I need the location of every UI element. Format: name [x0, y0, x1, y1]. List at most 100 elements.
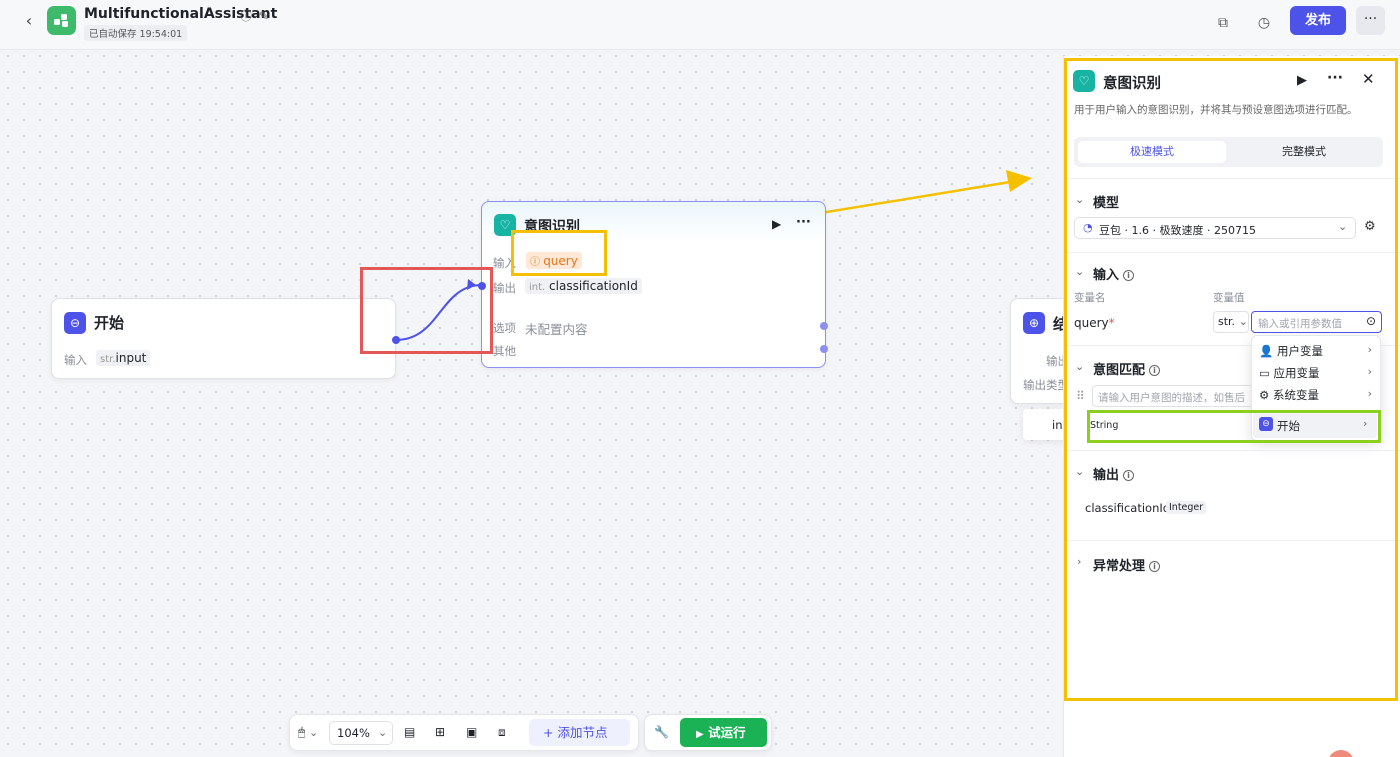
menu-item-system-vars[interactable]: ⚙ 系统变量› — [1259, 387, 1372, 402]
chevron-down-icon: ⌄ — [1238, 315, 1248, 328]
autosave-status: 已自动保存 19:54:01 — [84, 25, 188, 41]
image-icon[interactable]: ▣ — [466, 725, 478, 739]
chevron-right-icon: › — [1367, 343, 1372, 356]
info-icon[interactable]: ⓘ — [240, 9, 253, 23]
start-node[interactable]: ⊖ 开始 输入 str.input — [51, 298, 396, 379]
intent-other-port[interactable] — [820, 345, 828, 353]
start-node-icon: ⊖ — [64, 312, 86, 334]
plus-icon: + — [543, 725, 554, 740]
menu-item-user-vars[interactable]: 👤 用户变量› — [1259, 343, 1372, 358]
chevron-down-icon[interactable]: ⌄ — [1075, 265, 1085, 278]
divider — [1064, 450, 1400, 451]
start-input-tag: str.input — [96, 350, 151, 366]
annotation-arrow-head — [1006, 170, 1032, 192]
end-node[interactable]: ⊕ 结 输出 输出类型 — [1010, 298, 1070, 404]
comment-icon[interactable]: ▤ — [404, 725, 416, 739]
chevron-down-icon[interactable]: ⌄ — [1075, 360, 1085, 373]
wrench-icon[interactable]: 🔧 — [654, 725, 669, 739]
model-select[interactable]: ◔ 豆包 · 1.6 · 极致速度 · 250715 ⌄ — [1074, 217, 1356, 239]
node-more-icon[interactable]: ··· — [796, 215, 811, 230]
output-var-type: Integer — [1166, 501, 1207, 514]
start-input-label: 输入 — [64, 353, 87, 367]
model-section-title: 模型 — [1093, 196, 1120, 211]
menu-item-app-vars[interactable]: ▭ 应用变量› — [1259, 365, 1372, 380]
intent-node-icon: ♡ — [494, 214, 516, 236]
assistant-avatar[interactable] — [1328, 750, 1354, 757]
var-type-select[interactable]: str. ⌄ — [1213, 311, 1249, 333]
annotation-red-box — [360, 267, 493, 354]
edit-icon[interactable]: ✎ — [258, 9, 269, 23]
chevron-down-icon: ⌄ — [1338, 220, 1348, 233]
intent-input-port[interactable] — [478, 282, 486, 290]
tab-fast-mode[interactable]: 极速模式 — [1078, 141, 1226, 163]
intent-input-label: 输入 — [493, 256, 516, 270]
folder-icon: ▭ — [1259, 366, 1270, 380]
intent-node[interactable]: ♡ 意图识别 ▶ ··· 输入 ⓘ query 输出 int. classifi… — [481, 201, 826, 368]
string-row: String — [1089, 412, 1251, 440]
zoom-select[interactable]: 104%⌄ — [329, 721, 393, 745]
output-var-name: classificationId — [1085, 501, 1171, 515]
menu-item-start[interactable]: 开始 — [1277, 419, 1300, 433]
variable-ref-icon[interactable]: ⊙ — [1366, 314, 1377, 328]
string-type-label: String — [1090, 420, 1119, 431]
var-value-placeholder: 输入或引用参数值 — [1258, 318, 1342, 330]
layout-icon[interactable]: ⊞ — [435, 725, 446, 739]
run-icon[interactable]: ▶ — [772, 217, 782, 231]
model-select-value: 豆包 · 1.6 · 极致速度 · 250715 — [1099, 224, 1256, 237]
intent-output-label: 输出 — [493, 281, 516, 295]
chevron-right-icon: › — [1367, 387, 1372, 400]
info-icon[interactable]: i — [1149, 365, 1161, 376]
drag-handle-icon[interactable]: ⠿ — [1076, 389, 1085, 403]
model-settings-icon[interactable]: ⚙ — [1364, 219, 1376, 234]
user-icon: 👤 — [1259, 344, 1274, 358]
intent-option-port[interactable] — [820, 322, 828, 330]
title-actions: ⓘ ✎ — [240, 7, 269, 24]
intent-options-label: 选项 — [493, 321, 516, 335]
var-value-input[interactable]: 输入或引用参数值 ⊙ — [1251, 311, 1382, 333]
warning-icon: ⓘ — [530, 257, 544, 268]
divider — [1064, 178, 1400, 179]
info-icon[interactable]: i — [1123, 270, 1135, 281]
end-node-icon: ⊕ — [1023, 312, 1045, 334]
edge-arrowhead — [467, 279, 476, 290]
intent-output-tag: int. classificationId — [525, 278, 642, 294]
panel-description: 用于用户输入的意图识别，并将其与预设意图选项进行匹配。 — [1074, 104, 1358, 116]
play-icon: ▶ — [696, 729, 704, 740]
info-icon[interactable]: i — [1149, 561, 1161, 572]
panel-run-icon[interactable]: ▶ — [1297, 73, 1307, 88]
var-value-header: 变量值 — [1213, 292, 1245, 304]
doubao-icon: ◔ — [1083, 221, 1093, 234]
annotation-green-box — [1087, 410, 1381, 443]
chevron-down-icon[interactable]: ⌄ — [1075, 465, 1085, 478]
more-menu-button[interactable]: ··· — [1356, 6, 1385, 35]
publish-button[interactable]: 发布 — [1290, 6, 1346, 35]
intent-other-label: 其他 — [493, 344, 516, 358]
start-node-title: 开始 — [94, 314, 125, 332]
chevron-right-icon[interactable]: › — [1077, 555, 1082, 568]
start-output-port[interactable] — [392, 336, 400, 344]
annotation-yellow-panel-box — [1064, 58, 1398, 701]
chevron-down-icon: ⌄ — [378, 726, 388, 739]
back-icon[interactable]: ‹ — [25, 11, 33, 30]
copy-icon[interactable]: ⧉ — [1218, 15, 1228, 31]
intent-input-query-tag[interactable]: ⓘ query — [526, 252, 582, 269]
annotation-yellow-box — [511, 230, 607, 276]
divider — [1064, 345, 1400, 346]
mouse-mode-icon[interactable]: 🖱 ⌄ — [298, 725, 319, 739]
panel-close-icon[interactable]: ✕ — [1362, 70, 1375, 88]
gear-icon: ⚙ — [1259, 388, 1270, 402]
end-output-type-label: 输出类型 — [1023, 378, 1069, 392]
chevron-down-icon[interactable]: ⌄ — [1075, 193, 1085, 206]
app-title: MultifunctionalAssistant — [84, 6, 278, 22]
add-node-button[interactable]: + 添加节点 — [529, 719, 630, 746]
top-bar — [0, 0, 1400, 50]
minimap-icon[interactable]: ⧈ — [498, 725, 506, 739]
tab-full-mode[interactable]: 完整模式 — [1282, 145, 1326, 158]
info-icon[interactable]: i — [1123, 470, 1135, 481]
history-icon[interactable]: ◷ — [1257, 15, 1271, 31]
panel-more-icon[interactable]: ··· — [1327, 70, 1343, 86]
test-run-button[interactable]: ▶ 试运行 — [680, 718, 767, 747]
